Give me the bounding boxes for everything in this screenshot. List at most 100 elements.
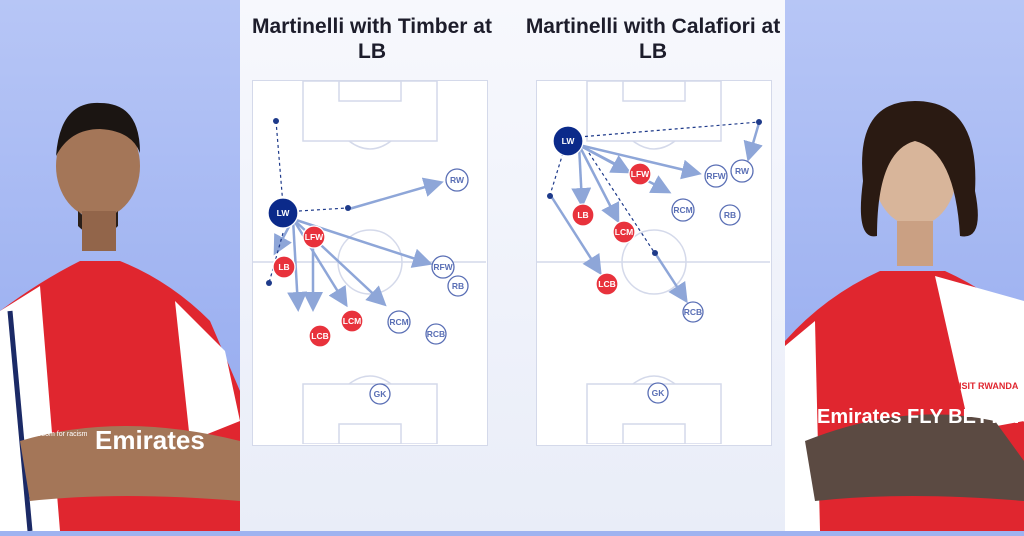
right-player-node-rb: RB <box>719 204 741 226</box>
pass-arrow <box>578 143 672 194</box>
player-node-label: RW <box>450 175 465 185</box>
player-node-circle <box>340 309 364 333</box>
right-shirt-sponsor: Emirates FLY BETTER <box>817 406 1024 428</box>
left-player-node-lfw: LFW <box>302 225 326 249</box>
left-player-node-rfw: RFW <box>431 255 455 279</box>
player-node-circle <box>612 220 636 244</box>
right-player-node-lfw: LFW <box>628 162 652 186</box>
dashed-run <box>578 121 760 138</box>
player-node-circle <box>704 164 728 188</box>
player-node-label: RFW <box>433 262 453 272</box>
player-node-circle <box>682 301 704 323</box>
player-node-circle <box>267 197 299 229</box>
player-node-circle <box>719 204 741 226</box>
left-start-dots <box>266 118 351 286</box>
right-pass-arrows <box>549 122 763 304</box>
run-start-dot <box>547 193 553 199</box>
player-node-label: RB <box>452 281 464 291</box>
left-sleeve-text: No room for racism <box>28 431 88 438</box>
dashed-run <box>268 232 284 284</box>
player-node-label: LCB <box>311 331 328 341</box>
player-node-circle <box>431 255 455 279</box>
player-node-label: RFW <box>706 171 726 181</box>
right-player-node-rfw: RFW <box>704 164 728 188</box>
player-node-circle <box>671 198 695 222</box>
pass-arrow <box>571 144 592 208</box>
player-node-label: LCM <box>343 316 361 326</box>
run-start-dot <box>273 118 279 124</box>
right-player-node-rcb: RCB <box>682 301 704 323</box>
player-node-circle <box>369 383 391 405</box>
player-node-circle <box>595 272 619 296</box>
player-node-circle <box>647 382 669 404</box>
player-node-label: RCM <box>673 205 692 215</box>
pass-arrow <box>549 195 602 276</box>
dashed-run <box>588 152 655 253</box>
left-pitch-svg: LW LFW LB LCB LCM RW RFW RB RCM RCB GK <box>253 81 486 444</box>
right-start-dots <box>547 119 762 256</box>
left-pass-arrows <box>273 177 444 312</box>
player-node-label: RW <box>735 166 750 176</box>
run-start-dot <box>652 250 658 256</box>
player-node-circle <box>302 225 326 249</box>
player-node-circle <box>628 162 652 186</box>
player-node-label: LW <box>277 208 291 218</box>
right-player-node-rcm: RCM <box>671 198 695 222</box>
pass-arrow <box>653 252 688 304</box>
player-node-label: RCM <box>389 317 408 327</box>
player-node-circle <box>272 255 296 279</box>
pass-arrow <box>743 122 763 162</box>
player-node-label: RCB <box>427 329 445 339</box>
right-player-node-lb: LB <box>571 203 595 227</box>
player-illustration-calafiori: Emirates FLY BETTER VISIT RWANDA <box>785 101 1024 531</box>
left-player-node-lcb: LCB <box>308 324 332 348</box>
right-player-node-lcm: LCM <box>612 220 636 244</box>
player-node-label: LFW <box>305 232 324 242</box>
player-node-label: LFW <box>631 169 650 179</box>
player-node-circle <box>571 203 595 227</box>
left-player-node-rcb: RCB <box>425 323 447 345</box>
pass-arrow <box>287 218 308 312</box>
pass-arrow <box>577 144 620 224</box>
pass-arrow <box>291 218 348 308</box>
player-node-circle <box>730 159 754 183</box>
right-player-node-lw: LW <box>552 125 584 157</box>
left-player-node-lcm: LCM <box>340 309 364 333</box>
left-pitch-diagram: LW LFW LB LCB LCM RW RFW RB RCM RCB GK <box>252 80 488 446</box>
player-node-label: GK <box>374 389 388 399</box>
right-diagram-title: Martinelli with Calafiori at LB <box>525 15 781 63</box>
player-node-circle <box>387 310 411 334</box>
run-start-dot <box>756 119 762 125</box>
player-node-circle <box>308 324 332 348</box>
player-illustration-martinelli: Emirates No room for racism <box>0 102 240 532</box>
right-player-node-gk: GK <box>647 382 669 404</box>
player-photo-calafiori: Emirates FLY BETTER VISIT RWANDA <box>785 61 1024 531</box>
player-node-label: RB <box>724 210 736 220</box>
pass-arrow <box>578 143 702 180</box>
left-diagram-title: Martinelli with Timber at LB <box>252 15 492 63</box>
player-node-label: GK <box>652 388 666 398</box>
right-sleeve-text: VISIT RWANDA <box>953 381 1019 391</box>
player-node-label: LCM <box>615 227 633 237</box>
dashed-run <box>549 152 564 196</box>
left-player-node-rb: RB <box>447 275 469 297</box>
run-start-dot <box>266 280 272 286</box>
player-node-label: LB <box>278 262 289 272</box>
dashed-run <box>298 207 348 212</box>
left-dashed-runs <box>268 120 348 284</box>
player-node-circle <box>425 323 447 345</box>
player-photo-martinelli: Emirates No room for racism <box>0 61 240 532</box>
player-node-label: RCB <box>684 307 702 317</box>
player-node-circle <box>445 168 469 192</box>
player-node-circle <box>447 275 469 297</box>
left-shirt-sponsor: Emirates <box>95 425 205 455</box>
right-player-node-rw: RW <box>730 159 754 183</box>
player-node-circle <box>552 125 584 157</box>
left-player-node-rcm: RCM <box>387 310 411 334</box>
dashed-run <box>275 120 284 206</box>
player-node-label: LW <box>562 136 576 146</box>
player-node-label: LB <box>577 210 588 220</box>
pass-arrow <box>348 177 444 211</box>
